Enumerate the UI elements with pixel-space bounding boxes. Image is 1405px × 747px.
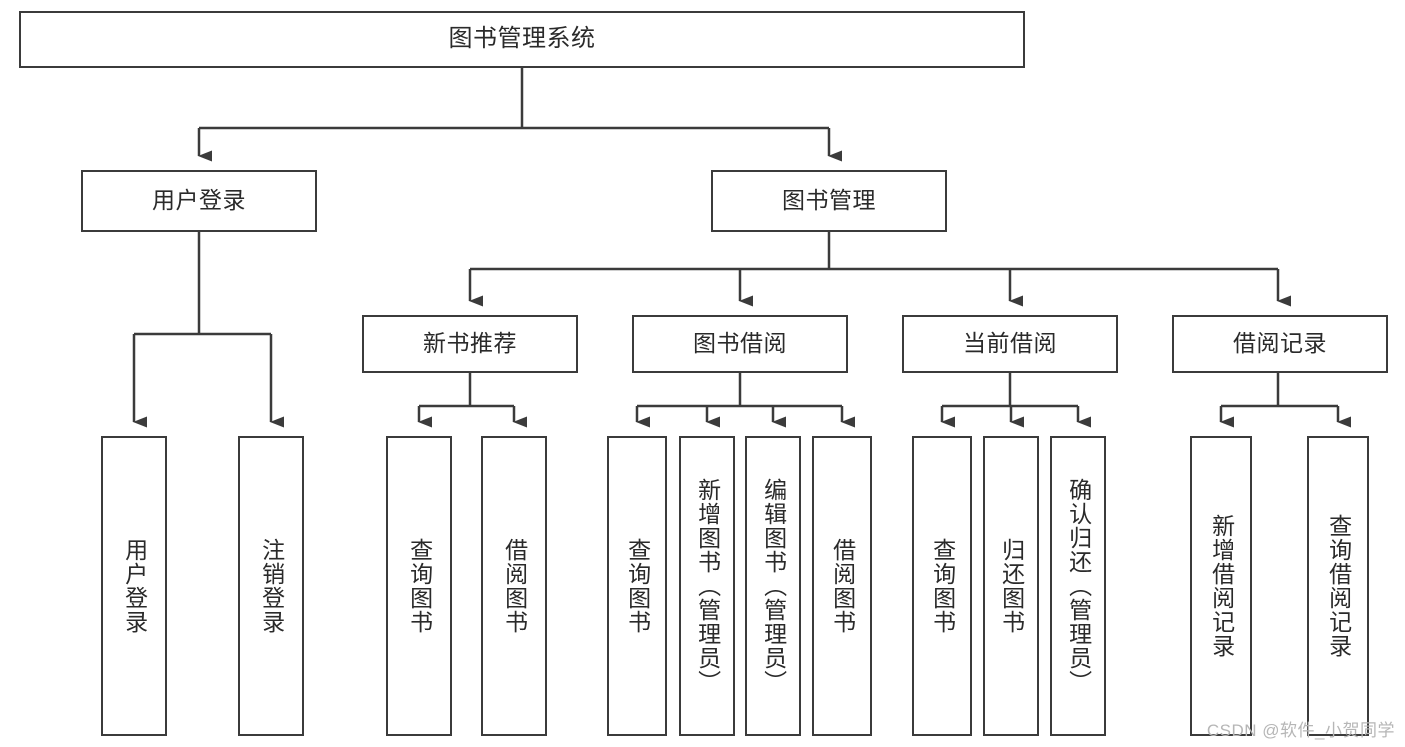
leaf-confirm-return[interactable]: 确认归还（管理员） [1050,436,1106,736]
leaf-borrow-book-rec[interactable]: 借阅图书 [481,436,547,736]
node-root-label: 图书管理系统 [448,25,596,53]
leaf-user-login[interactable]: 用户登录 [101,436,167,736]
leaf-query-book-rec-label: 查询图书 [406,538,433,634]
node-current-borrow-label: 当前借阅 [963,330,1057,357]
leaf-add-book-label: 新增图书（管理员） [694,478,721,694]
node-borrow-record-label: 借阅记录 [1233,330,1327,357]
leaf-add-record[interactable]: 新增借阅记录 [1190,436,1252,736]
node-current-borrow[interactable]: 当前借阅 [902,315,1118,373]
node-book-manage[interactable]: 图书管理 [711,170,947,232]
leaf-query-book-current[interactable]: 查询图书 [912,436,972,736]
leaf-logout-label: 注销登录 [258,538,285,634]
leaf-confirm-return-label: 确认归还（管理员） [1065,478,1092,694]
node-root[interactable]: 图书管理系统 [19,11,1025,68]
leaf-logout[interactable]: 注销登录 [238,436,304,736]
leaf-add-book[interactable]: 新增图书（管理员） [679,436,735,736]
node-user-login[interactable]: 用户登录 [81,170,317,232]
leaf-query-book-rec[interactable]: 查询图书 [386,436,452,736]
node-book-borrow-label: 图书借阅 [693,330,787,357]
watermark: CSDN @软件_小贺同学 [1206,721,1395,740]
leaf-add-record-label: 新增借阅记录 [1208,514,1235,658]
leaf-query-record[interactable]: 查询借阅记录 [1307,436,1369,736]
node-new-book-rec[interactable]: 新书推荐 [362,315,578,373]
leaf-query-book-current-label: 查询图书 [929,538,956,634]
leaf-edit-book-label: 编辑图书（管理员） [760,478,787,694]
node-new-book-rec-label: 新书推荐 [423,330,517,357]
leaf-borrow-book-rec-label: 借阅图书 [501,538,528,634]
leaf-user-login-label: 用户登录 [121,538,148,634]
leaf-query-book-borrow-label: 查询图书 [624,538,651,634]
node-user-login-label: 用户登录 [152,187,246,214]
leaf-query-record-label: 查询借阅记录 [1325,514,1352,658]
node-book-manage-label: 图书管理 [782,187,876,214]
leaf-borrow-book-label: 借阅图书 [829,538,856,634]
leaf-return-book-label: 归还图书 [998,538,1025,634]
leaf-borrow-book[interactable]: 借阅图书 [812,436,872,736]
leaf-return-book[interactable]: 归还图书 [983,436,1039,736]
node-book-borrow[interactable]: 图书借阅 [632,315,848,373]
leaf-edit-book[interactable]: 编辑图书（管理员） [745,436,801,736]
leaf-query-book-borrow[interactable]: 查询图书 [607,436,667,736]
node-borrow-record[interactable]: 借阅记录 [1172,315,1388,373]
